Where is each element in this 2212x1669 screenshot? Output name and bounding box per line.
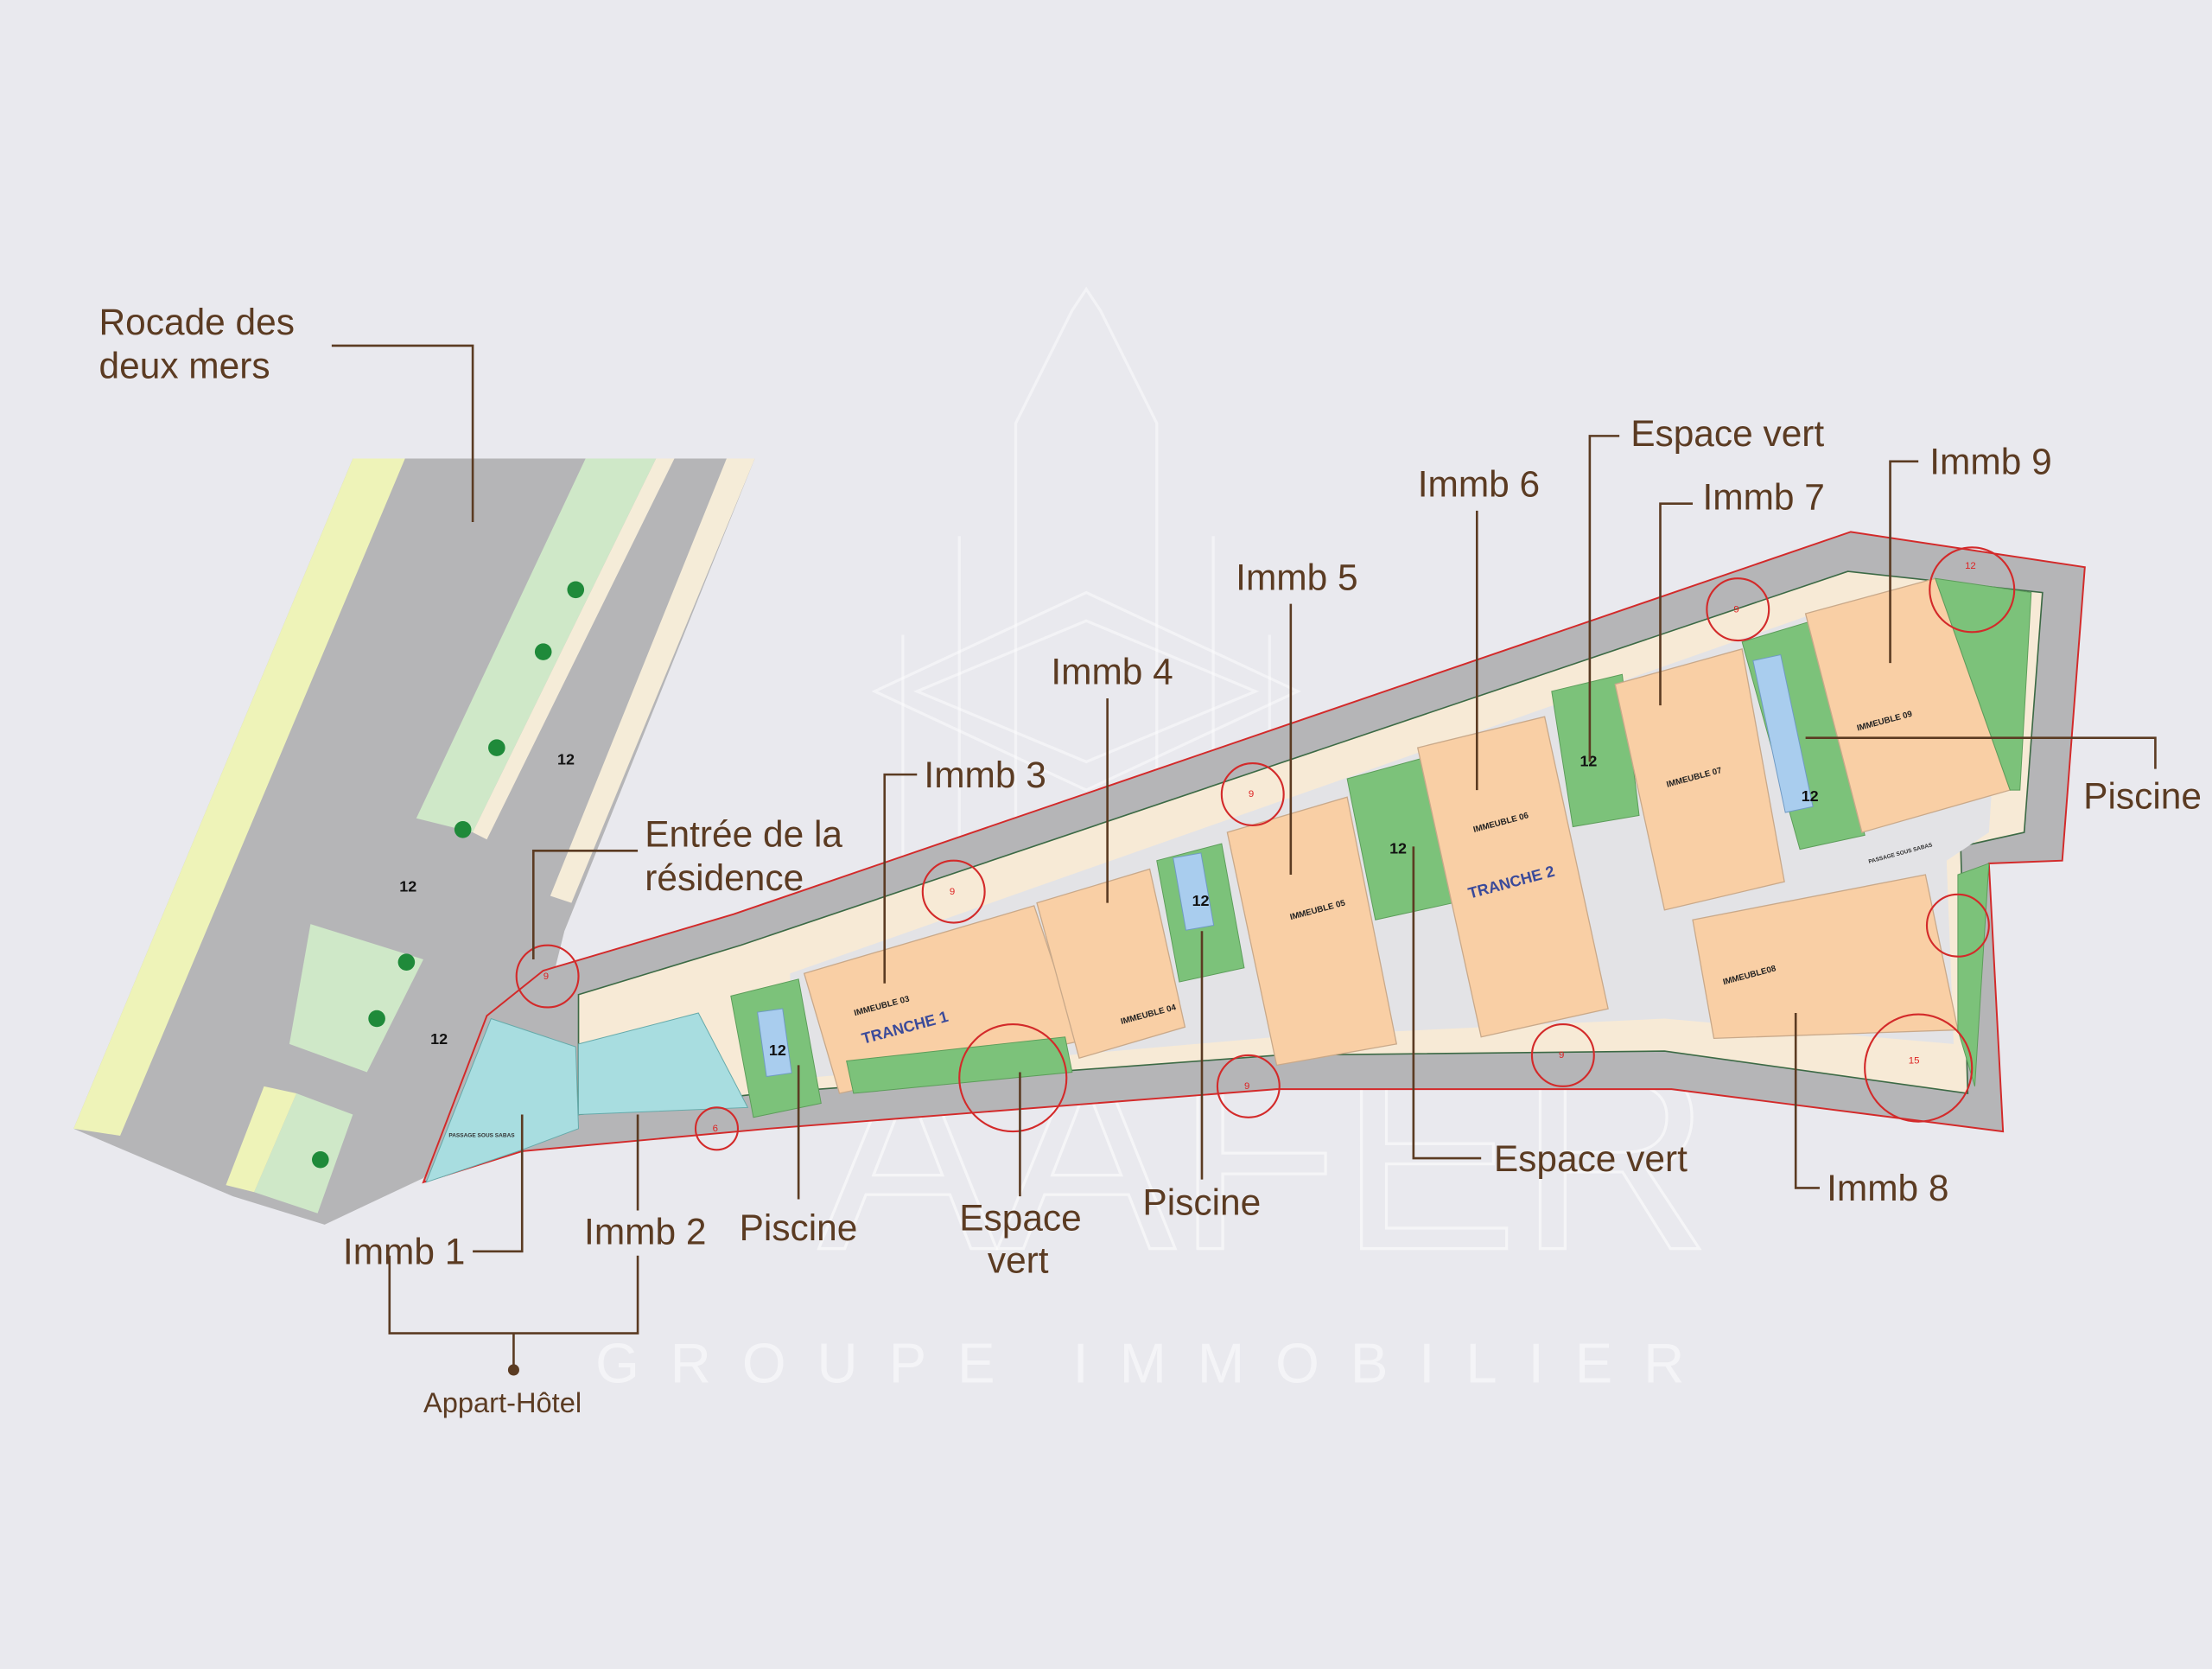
- label-espace-vert-bottom-line2: vert: [988, 1239, 1049, 1280]
- green-label: 12: [1389, 840, 1407, 857]
- leader-lines: [331, 344, 2157, 1376]
- pool-1: [757, 1008, 792, 1078]
- label-immb-3: Immb 3: [924, 755, 1046, 795]
- watermark-tagline: GROUPE IMMOBILIER: [595, 1332, 1715, 1395]
- label-entree-line1: Entrée de la: [645, 813, 842, 854]
- immb-6-footprint: [1416, 716, 1609, 1038]
- label-piscine-right: Piscine: [2083, 775, 2202, 816]
- circle-label: 15: [1909, 1056, 1920, 1067]
- label-rocade-line1: Rocade des: [99, 302, 295, 342]
- immb-2-footprint: [578, 1012, 749, 1116]
- immb-7-footprint: [1614, 648, 1785, 911]
- tree-icon: [454, 820, 472, 838]
- label-piscine-left: Piscine: [740, 1207, 858, 1248]
- label-rocade-line2: deux mers: [99, 345, 270, 385]
- pool-label: 12: [769, 1042, 786, 1059]
- label-immb-2: Immb 2: [584, 1212, 706, 1252]
- road-width-label: 12: [399, 878, 416, 895]
- road-width-label: 12: [430, 1030, 448, 1048]
- label-piscine-center: Piscine: [1142, 1182, 1261, 1222]
- circle-label: 9: [1249, 789, 1254, 799]
- pool-label: 12: [1192, 892, 1210, 909]
- circle-label: 6: [713, 1124, 718, 1134]
- rocade-road: 12 12 12: [73, 458, 755, 1225]
- label-espace-vert-bottom-line1: Espace: [959, 1197, 1082, 1238]
- pool-2: [1173, 852, 1215, 931]
- tree-icon: [488, 739, 505, 756]
- label-immb-9: Immb 9: [1929, 441, 2051, 481]
- label-espace-vert-top: Espace vert: [1630, 413, 1824, 454]
- bracket-dot-icon: [507, 1364, 519, 1376]
- label-immb-7: Immb 7: [1702, 476, 1824, 517]
- label-espace-vert-right: Espace vert: [1494, 1138, 1688, 1179]
- label-immb-5: Immb 5: [1236, 557, 1357, 597]
- tree-icon: [312, 1150, 329, 1169]
- road-width-label: 12: [557, 751, 575, 768]
- immb-1-footprint: [425, 1017, 580, 1183]
- site-parcel: 12 12 12 12 12 IMMEUBLE 03 IMMEUBLE 04 I…: [422, 531, 2086, 1184]
- immb-5-footprint: [1226, 796, 1398, 1067]
- tree-icon: [397, 953, 416, 971]
- label-immb-4: Immb 4: [1051, 652, 1173, 692]
- pool-3: [1752, 654, 1814, 813]
- tree-icon: [534, 643, 552, 660]
- callout-labels: Rocade des deux mers Entrée de la réside…: [99, 302, 2202, 1418]
- passage-label: PASSAGE SOUS SABAS: [448, 1133, 515, 1139]
- tree-icon: [368, 1010, 385, 1028]
- green-label: 12: [1580, 752, 1597, 769]
- turning-circles: 9 9 9 9 9 9 12 15 6: [515, 546, 2016, 1151]
- label-immb-1: Immb 1: [343, 1232, 465, 1272]
- circle-label: 9: [950, 887, 955, 897]
- label-immb-6: Immb 6: [1418, 464, 1540, 505]
- label-entree-line2: résidence: [645, 857, 804, 898]
- pool-label: 12: [1802, 787, 1819, 805]
- circle-label: 12: [1965, 561, 1976, 571]
- label-immb-8: Immb 8: [1827, 1168, 1948, 1208]
- watermark-logo-icon: [871, 286, 1301, 903]
- immb-4-footprint: [1036, 868, 1186, 1060]
- circle-label: 9: [543, 971, 549, 982]
- tree-icon: [567, 581, 585, 599]
- circle-label: 9: [1244, 1081, 1249, 1092]
- label-appart-hotel: Appart-Hôtel: [423, 1386, 582, 1418]
- circle-label: 9: [1559, 1050, 1564, 1061]
- circle-label: 9: [1733, 604, 1738, 615]
